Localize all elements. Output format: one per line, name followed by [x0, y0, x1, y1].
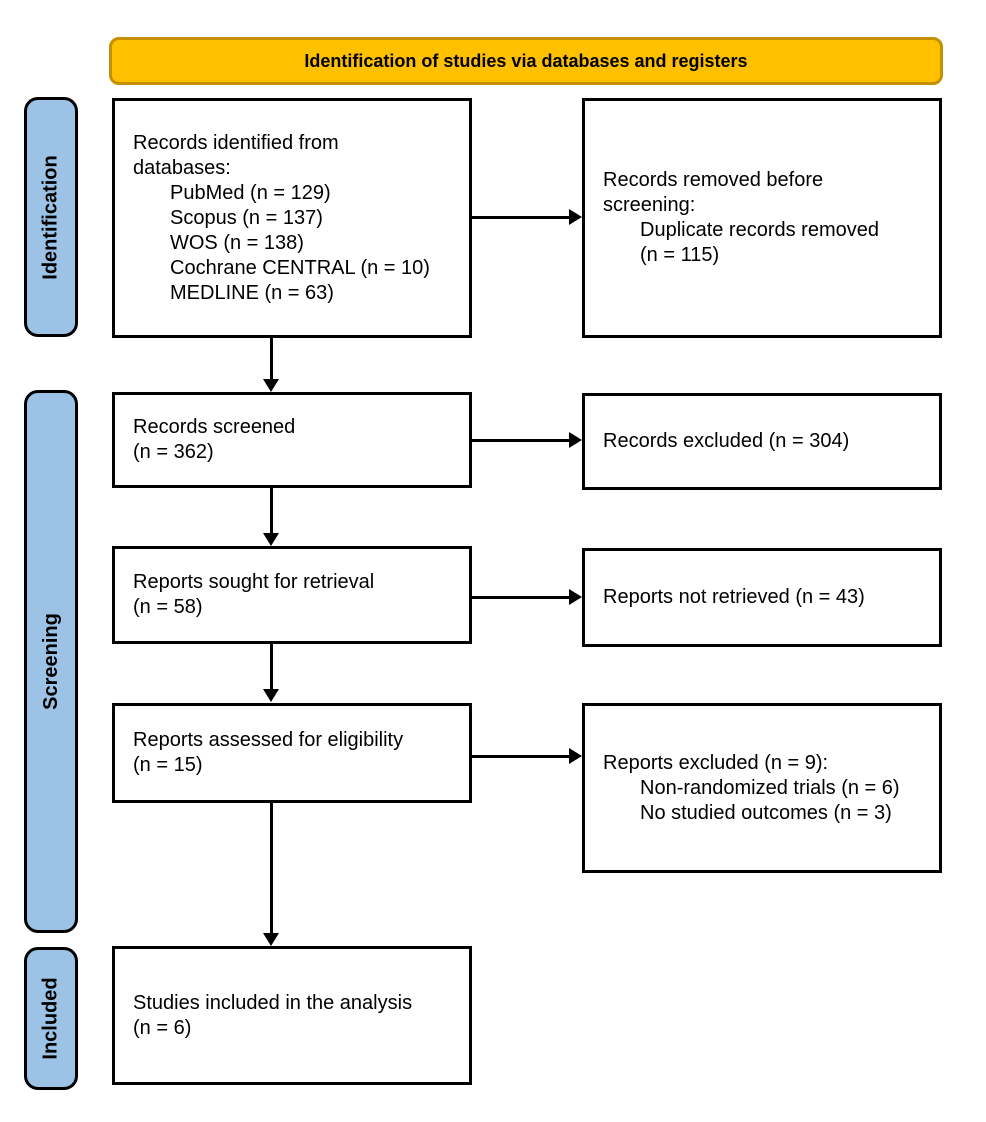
box-text-item: Duplicate records removed: [640, 219, 879, 241]
box-studies-included: Studies included in the analysis (n = 6): [112, 946, 472, 1085]
box-text-line: Records excluded (n = 304): [603, 430, 850, 452]
arrow-sought-to-not-retrieved: [472, 596, 569, 599]
box-text-line: Studies included in the analysis: [133, 991, 413, 1014]
box-text-line: (n = 6): [133, 1016, 192, 1039]
box-text-item: PubMed (n = 129): [170, 181, 331, 204]
stage-identification-label: Identification: [39, 154, 62, 280]
box-records-identified: Records identified from databases: PubMe…: [112, 98, 472, 338]
arrow-screened-to-sought: [270, 488, 273, 534]
box-text-line: Reports not retrieved (n = 43): [603, 586, 865, 608]
stage-screening-label: Screening: [39, 613, 62, 710]
arrowhead-down-icon: [263, 689, 279, 702]
box-text-line: Records identified from: [133, 131, 339, 154]
diagram-title: Identification of studies via databases …: [304, 50, 748, 71]
arrowhead-right-icon: [569, 589, 582, 605]
arrow-assessed-to-included: [270, 803, 273, 934]
arrowhead-right-icon: [569, 209, 582, 225]
box-text-line: Records removed before: [603, 169, 824, 191]
arrow-screened-to-excluded: [472, 439, 569, 442]
arrow-identified-to-screened: [270, 338, 273, 380]
arrowhead-down-icon: [263, 933, 279, 946]
box-text-line: Reports assessed for eligibility: [133, 729, 404, 751]
arrowhead-down-icon: [263, 533, 279, 546]
box-reports-excluded: Reports excluded (n = 9): Non-randomized…: [582, 703, 942, 873]
box-records-screened: Records screened (n = 362): [112, 392, 472, 488]
arrowhead-right-icon: [569, 432, 582, 448]
box-text-item: Non-randomized trials (n = 6): [640, 776, 900, 799]
box-text-line: Reports sought for retrieval: [133, 571, 375, 593]
box-text-line: Records screened: [133, 416, 296, 438]
box-text-line: Reports excluded (n = 9):: [603, 751, 829, 774]
box-text-line: (n = 362): [133, 441, 214, 463]
diagram-title-banner: Identification of studies via databases …: [109, 37, 943, 85]
box-records-removed: Records removed before screening: Duplic…: [582, 98, 942, 338]
stage-identification: Identification: [24, 97, 78, 337]
box-reports-not-retrieved: Reports not retrieved (n = 43): [582, 548, 942, 647]
box-text-item: Scopus (n = 137): [170, 206, 323, 229]
box-text-line: screening:: [603, 194, 696, 216]
arrow-sought-to-assessed: [270, 644, 273, 690]
arrowhead-down-icon: [263, 379, 279, 392]
arrow-assessed-to-reports-excluded: [472, 755, 569, 758]
box-records-excluded: Records excluded (n = 304): [582, 393, 942, 490]
stage-included-label: Included: [39, 977, 62, 1060]
stage-screening: Screening: [24, 390, 78, 933]
box-text-item: Cochrane CENTRAL (n = 10): [170, 256, 430, 279]
box-text-item: No studied outcomes (n = 3): [640, 801, 892, 824]
box-text-item: (n = 115): [640, 244, 720, 266]
box-text-item: MEDLINE (n = 63): [170, 281, 334, 304]
box-text-line: databases:: [133, 156, 231, 179]
box-reports-sought: Reports sought for retrieval (n = 58): [112, 546, 472, 644]
box-text-item: WOS (n = 138): [170, 231, 304, 254]
box-text-line: (n = 15): [133, 754, 203, 776]
box-text-line: (n = 58): [133, 596, 203, 618]
arrow-identified-to-removed: [472, 216, 569, 219]
box-reports-assessed: Reports assessed for eligibility (n = 15…: [112, 703, 472, 803]
stage-included: Included: [24, 947, 78, 1090]
arrowhead-right-icon: [569, 748, 582, 764]
